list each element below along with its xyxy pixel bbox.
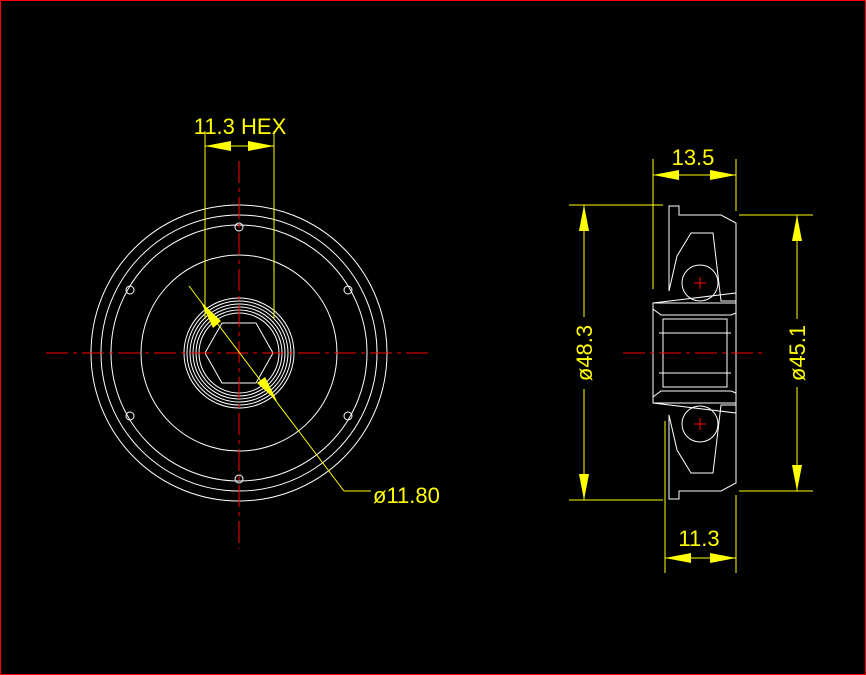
- hub-width-dimension: 11.3: [664, 421, 737, 573]
- overall-width-label: 13.5: [672, 145, 715, 170]
- front-view: 11.3 HEX ø11.80: [46, 114, 440, 549]
- bore-diameter-label: ø11.80: [373, 483, 440, 508]
- flange-diameter-label: ø45.1: [785, 325, 810, 381]
- hex-dimension-label: 11.3 HEX: [194, 114, 287, 139]
- outer-diameter-label: ø48.3: [572, 325, 597, 381]
- ball-center-marks: [694, 277, 706, 430]
- bore-diameter-dimension: ø11.80: [188, 285, 440, 508]
- outer-diameter-dimension: ø48.3: [569, 204, 663, 501]
- overall-width-dimension: 13.5: [652, 145, 737, 289]
- hub-width-label: 11.3: [678, 526, 719, 551]
- flange-diameter-dimension: ø45.1: [739, 214, 813, 492]
- side-section-view: 13.5 11.3 ø48.3 ø45.1: [569, 145, 813, 573]
- hex-dimension: 11.3 HEX: [194, 114, 287, 319]
